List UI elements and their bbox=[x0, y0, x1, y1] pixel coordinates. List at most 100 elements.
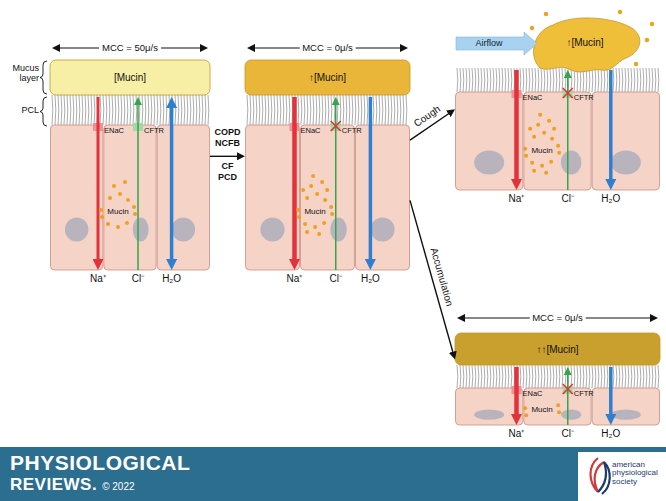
mucin-granule bbox=[557, 410, 561, 414]
ion-label: Na⁺ bbox=[509, 428, 525, 439]
mucin-granule bbox=[125, 221, 129, 225]
mucin-granule bbox=[108, 196, 112, 200]
channel-name: CFTR bbox=[574, 390, 594, 398]
channel-name: CFTR bbox=[574, 94, 594, 102]
mucin-granule bbox=[133, 212, 137, 216]
mucin-granule bbox=[311, 174, 315, 178]
mucin-granule bbox=[320, 180, 324, 184]
chloride-arrow bbox=[567, 373, 569, 425]
ion-label: Na⁺ bbox=[287, 273, 303, 284]
cell-nucleus bbox=[561, 409, 582, 419]
layer-label: Mucus layer bbox=[1, 64, 39, 84]
chloride-arrow bbox=[335, 103, 337, 270]
mucin-granule bbox=[523, 147, 527, 151]
mucin-granule bbox=[296, 208, 300, 212]
mucin-granule bbox=[100, 215, 104, 219]
mucin-granule bbox=[618, 10, 622, 14]
sodium-arrow bbox=[292, 97, 297, 262]
epithelial-cell bbox=[104, 125, 156, 270]
ion-label: H₂O bbox=[601, 428, 620, 439]
channel-name: ENaC bbox=[523, 94, 543, 102]
society-logo bbox=[598, 462, 610, 494]
mucin-granule bbox=[126, 198, 130, 202]
clearance-rate: MCC = 0μ/s bbox=[299, 43, 356, 53]
layer-label: PCL bbox=[1, 106, 39, 116]
mucin-granule bbox=[309, 184, 313, 188]
epithelial-cell bbox=[456, 92, 523, 190]
mucin-granule bbox=[325, 188, 329, 192]
mucin-granule bbox=[524, 413, 528, 417]
sodium-arrow bbox=[514, 70, 519, 182]
mucin-granule bbox=[305, 230, 309, 234]
mucin-granule bbox=[132, 205, 136, 209]
mucin-granule bbox=[297, 215, 301, 219]
mucin-granule bbox=[542, 131, 546, 135]
cilia bbox=[247, 95, 407, 125]
cilia bbox=[457, 365, 659, 388]
channel-name: CFTR bbox=[144, 127, 164, 135]
cell-nucleus bbox=[474, 151, 504, 175]
cilia bbox=[52, 95, 209, 125]
cell-nucleus bbox=[611, 151, 641, 175]
epithelial-cell bbox=[246, 125, 300, 270]
mucin-granule bbox=[556, 144, 560, 148]
disease-name: CF bbox=[222, 162, 234, 172]
mucus-layer bbox=[50, 60, 210, 95]
mucin-concentration: ↑[Mucin] bbox=[309, 72, 346, 83]
mucin-granule bbox=[524, 154, 528, 158]
ion-label: Cl⁻ bbox=[330, 273, 342, 284]
journal-banner bbox=[0, 447, 666, 501]
water-arrow bbox=[369, 97, 373, 262]
ion-label: Cl⁻ bbox=[562, 193, 574, 204]
ion-label: Na⁺ bbox=[90, 273, 106, 284]
epithelium-panel: MCC = 0μ/s ↑[Mucin] bbox=[245, 38, 410, 270]
epithelial-cell bbox=[592, 92, 659, 190]
bracket bbox=[40, 61, 47, 94]
transition-label: Cough bbox=[410, 102, 444, 130]
epithelium-panel bbox=[456, 10, 660, 190]
epithelial-cell bbox=[524, 92, 591, 190]
mucin-granule bbox=[540, 164, 544, 168]
granule-label: Mucin bbox=[531, 146, 552, 155]
ion-label: H₂O bbox=[601, 193, 620, 204]
mucus-layer bbox=[245, 60, 410, 95]
mucin-granule bbox=[118, 192, 122, 196]
mucus-layer bbox=[455, 333, 660, 365]
journal-name: PHYSIOLOGICAL bbox=[10, 451, 190, 474]
cftr-block-mark bbox=[563, 88, 573, 98]
epithelium-panel bbox=[50, 48, 210, 270]
granule-label: Mucin bbox=[304, 208, 325, 217]
cell-nucleus bbox=[65, 217, 88, 241]
epithelium-panel bbox=[455, 318, 660, 425]
cell-nucleus bbox=[370, 217, 394, 241]
mucin-granule bbox=[556, 403, 560, 407]
society-name: american physiological society bbox=[612, 461, 664, 486]
mucin-granule bbox=[301, 188, 305, 192]
cell-nucleus bbox=[172, 217, 195, 241]
sodium-arrow bbox=[97, 97, 100, 262]
mucin-granule bbox=[538, 113, 542, 117]
mucin-granule bbox=[550, 137, 554, 141]
mucin-granule bbox=[552, 127, 556, 131]
channel-name: ENaC bbox=[104, 127, 124, 135]
water-arrow bbox=[170, 105, 174, 262]
copyright: © 2022 bbox=[102, 481, 134, 492]
ion-label: H₂O bbox=[361, 273, 380, 284]
ion-label: H₂O bbox=[162, 273, 181, 284]
cftr-block-mark bbox=[331, 121, 341, 131]
mucin-concentration: ↑↑[Mucin] bbox=[536, 344, 578, 355]
epithelial-cell bbox=[157, 125, 209, 270]
cell-nucleus bbox=[260, 217, 284, 241]
airway-epithelium bbox=[0, 10, 666, 501]
mucin-granule bbox=[106, 222, 110, 226]
ion-label: Cl⁻ bbox=[132, 273, 144, 284]
cilia bbox=[457, 68, 659, 92]
mucin-granule bbox=[523, 406, 527, 410]
cell-nucleus bbox=[133, 217, 149, 241]
mucin-granule bbox=[650, 22, 654, 26]
channel-name: ENaC bbox=[301, 127, 321, 135]
epithelium-panel bbox=[245, 48, 410, 270]
mucin-granule bbox=[303, 222, 307, 226]
mucin-granule bbox=[123, 180, 127, 184]
mucin-granule bbox=[536, 123, 540, 127]
